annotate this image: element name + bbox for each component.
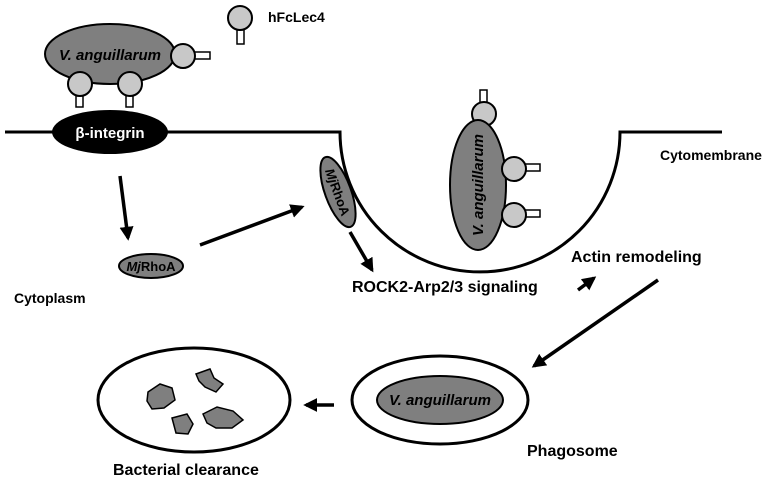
actin-remodeling-label: Actin remodeling xyxy=(571,249,702,266)
ligand-bound-1 xyxy=(67,71,93,108)
arrow-actin-to-phagosome xyxy=(531,278,659,368)
ligand-legend-label: hFcLec4 xyxy=(268,9,325,25)
bacterium-cup-label: V. anguillarum xyxy=(470,134,487,236)
rhoa-cytoplasm: MjRhoA xyxy=(118,253,184,279)
rhoa-membrane-label-italic: Mj xyxy=(322,167,341,186)
bacterium-top-label: V. anguillarum xyxy=(59,47,161,64)
svg-text:MjRhoA: MjRhoA xyxy=(126,259,176,274)
clearance-label: Bacterial clearance xyxy=(113,462,259,479)
cytomembrane-label: Cytomembrane xyxy=(660,147,762,163)
ligand-bound-2 xyxy=(117,71,143,108)
ligand-legend-icon xyxy=(227,5,253,45)
arrow-rhoa-to-signaling xyxy=(348,231,374,273)
arrow-signaling-to-actin xyxy=(576,276,597,292)
arrow-rhoa-to-membrane xyxy=(199,204,305,247)
cytomembrane-line xyxy=(5,130,722,274)
rhoa-membrane: MjRhoA xyxy=(319,155,357,229)
arrow-integrin-to-rhoa xyxy=(118,175,134,241)
bacterial-fragment-3 xyxy=(202,406,245,429)
bacterium-cup: V. anguillarum xyxy=(449,119,507,251)
beta-integrin-label: β-integrin xyxy=(75,125,144,142)
cytoplasm-label: Cytoplasm xyxy=(14,290,86,306)
ligand-cup-mid xyxy=(501,156,541,182)
phagosome: V. anguillarum xyxy=(350,354,530,446)
beta-integrin-receptor: β-integrin xyxy=(52,110,168,154)
bacterial-fragment-4 xyxy=(171,413,194,435)
bacterial-fragment-2 xyxy=(194,368,225,393)
rhoa-cytoplasm-label: RhoA xyxy=(141,259,176,274)
bacterial-fragment-1 xyxy=(146,383,176,410)
ligand-top-right xyxy=(170,43,211,69)
bacterium-phagosome-label: V. anguillarum xyxy=(389,392,491,409)
signaling-label: ROCK2-Arp2/3 signaling xyxy=(352,279,538,296)
bacterium-top: V. anguillarum xyxy=(44,23,176,85)
rhoa-cytoplasm-label-italic: Mj xyxy=(126,259,141,274)
clearance-vesicle xyxy=(96,346,292,454)
phagosome-label: Phagosome xyxy=(527,443,618,460)
ligand-cup-bottom xyxy=(501,202,541,228)
